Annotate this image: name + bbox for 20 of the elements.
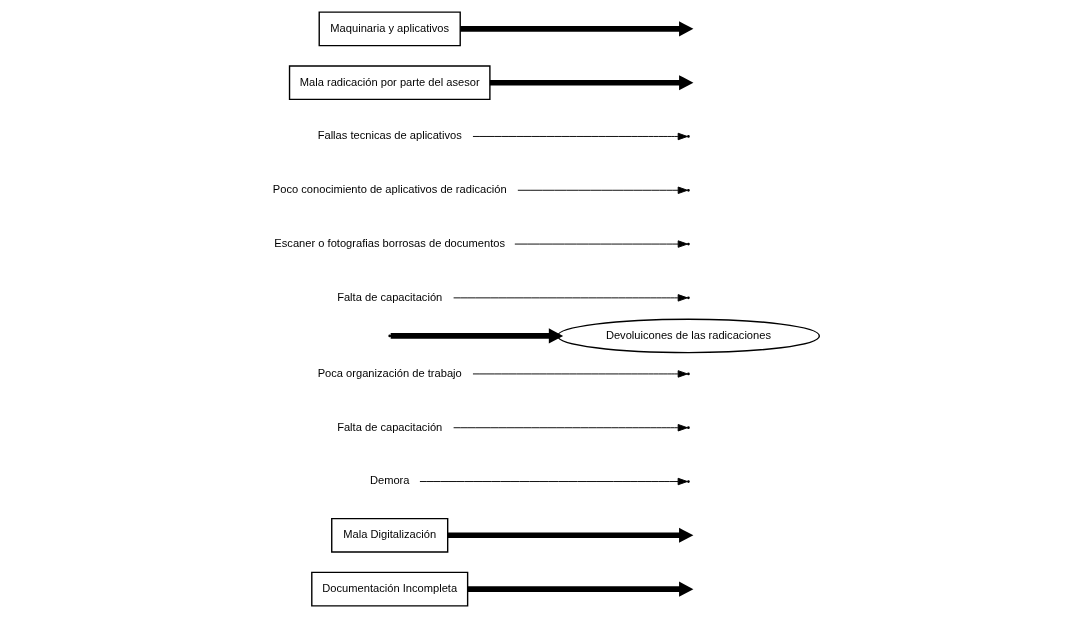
node-text: Escaner o fotografias borrosas de documentos — [273, 236, 505, 249]
node-text: Fallas tecnicas de aplicativos — [317, 129, 462, 142]
node-text: Falta de capacitación — [336, 290, 442, 303]
node-text: Falta de capacitación — [336, 420, 442, 433]
node-box: Documentación Incompleta — [310, 571, 468, 607]
node-text: Poca organización de trabajo — [317, 366, 462, 379]
arrow — [472, 132, 688, 141]
arrow — [516, 186, 688, 194]
arrow — [390, 328, 563, 344]
node-box: Maquinaria y aplicativos — [318, 11, 461, 47]
arrow — [452, 424, 688, 432]
arrow — [418, 477, 688, 486]
node-ellipse: Devoluicones de las radicaciones — [556, 318, 820, 354]
arrow — [452, 294, 688, 302]
node-box: Mala Digitalización — [330, 517, 448, 553]
arrow — [472, 370, 688, 378]
node-text: Poco conocimiento de aplicativos de radicación — [272, 183, 507, 196]
node-box: Mala radicación por parte del asesor — [288, 65, 491, 101]
node-text: Demora — [369, 474, 409, 487]
arrow — [513, 240, 688, 248]
